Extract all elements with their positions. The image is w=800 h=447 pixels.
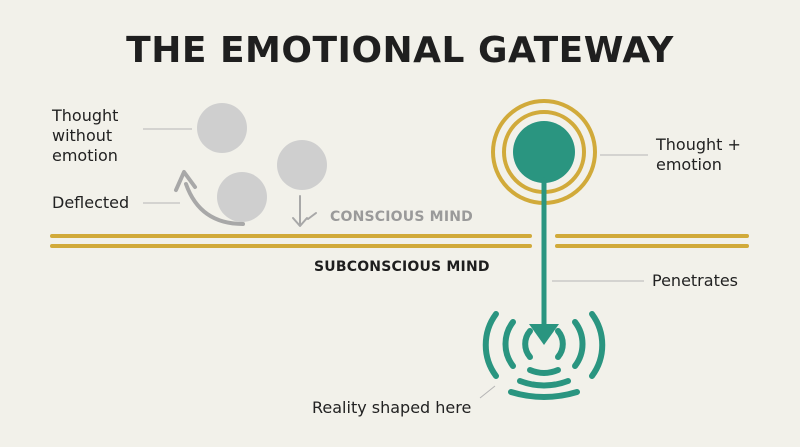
label-conscious-mind: CONSCIOUS MIND xyxy=(330,209,473,225)
gray-thought-circle xyxy=(217,172,267,222)
downward-arrow-icon xyxy=(292,195,317,227)
penetrating-arrowhead xyxy=(529,324,559,345)
mind-boundary-right xyxy=(555,234,749,248)
gray-thought-circle xyxy=(277,140,327,190)
label-deflected: Deflected xyxy=(52,193,130,212)
label-thought-without-emotion: Thought without emotion xyxy=(52,106,119,165)
deflection-arrow xyxy=(184,182,245,226)
label-penetrates: Penetrates xyxy=(652,271,739,290)
leader-line xyxy=(479,385,496,399)
diagram-title: THE EMOTIONAL GATEWAY xyxy=(126,30,674,71)
label-reality-shaped-here: Reality shaped here xyxy=(312,398,472,417)
emotion-thought-circle xyxy=(513,121,575,183)
gray-thought-circle xyxy=(197,103,247,153)
label-subconscious-mind: SUBCONSCIOUS MIND xyxy=(314,259,490,275)
label-thought-plus-emotion: Thought + emotion xyxy=(656,135,741,174)
ripple-waves xyxy=(482,311,606,400)
mind-boundary-left xyxy=(50,234,532,248)
deflection-arrowhead xyxy=(174,170,197,192)
